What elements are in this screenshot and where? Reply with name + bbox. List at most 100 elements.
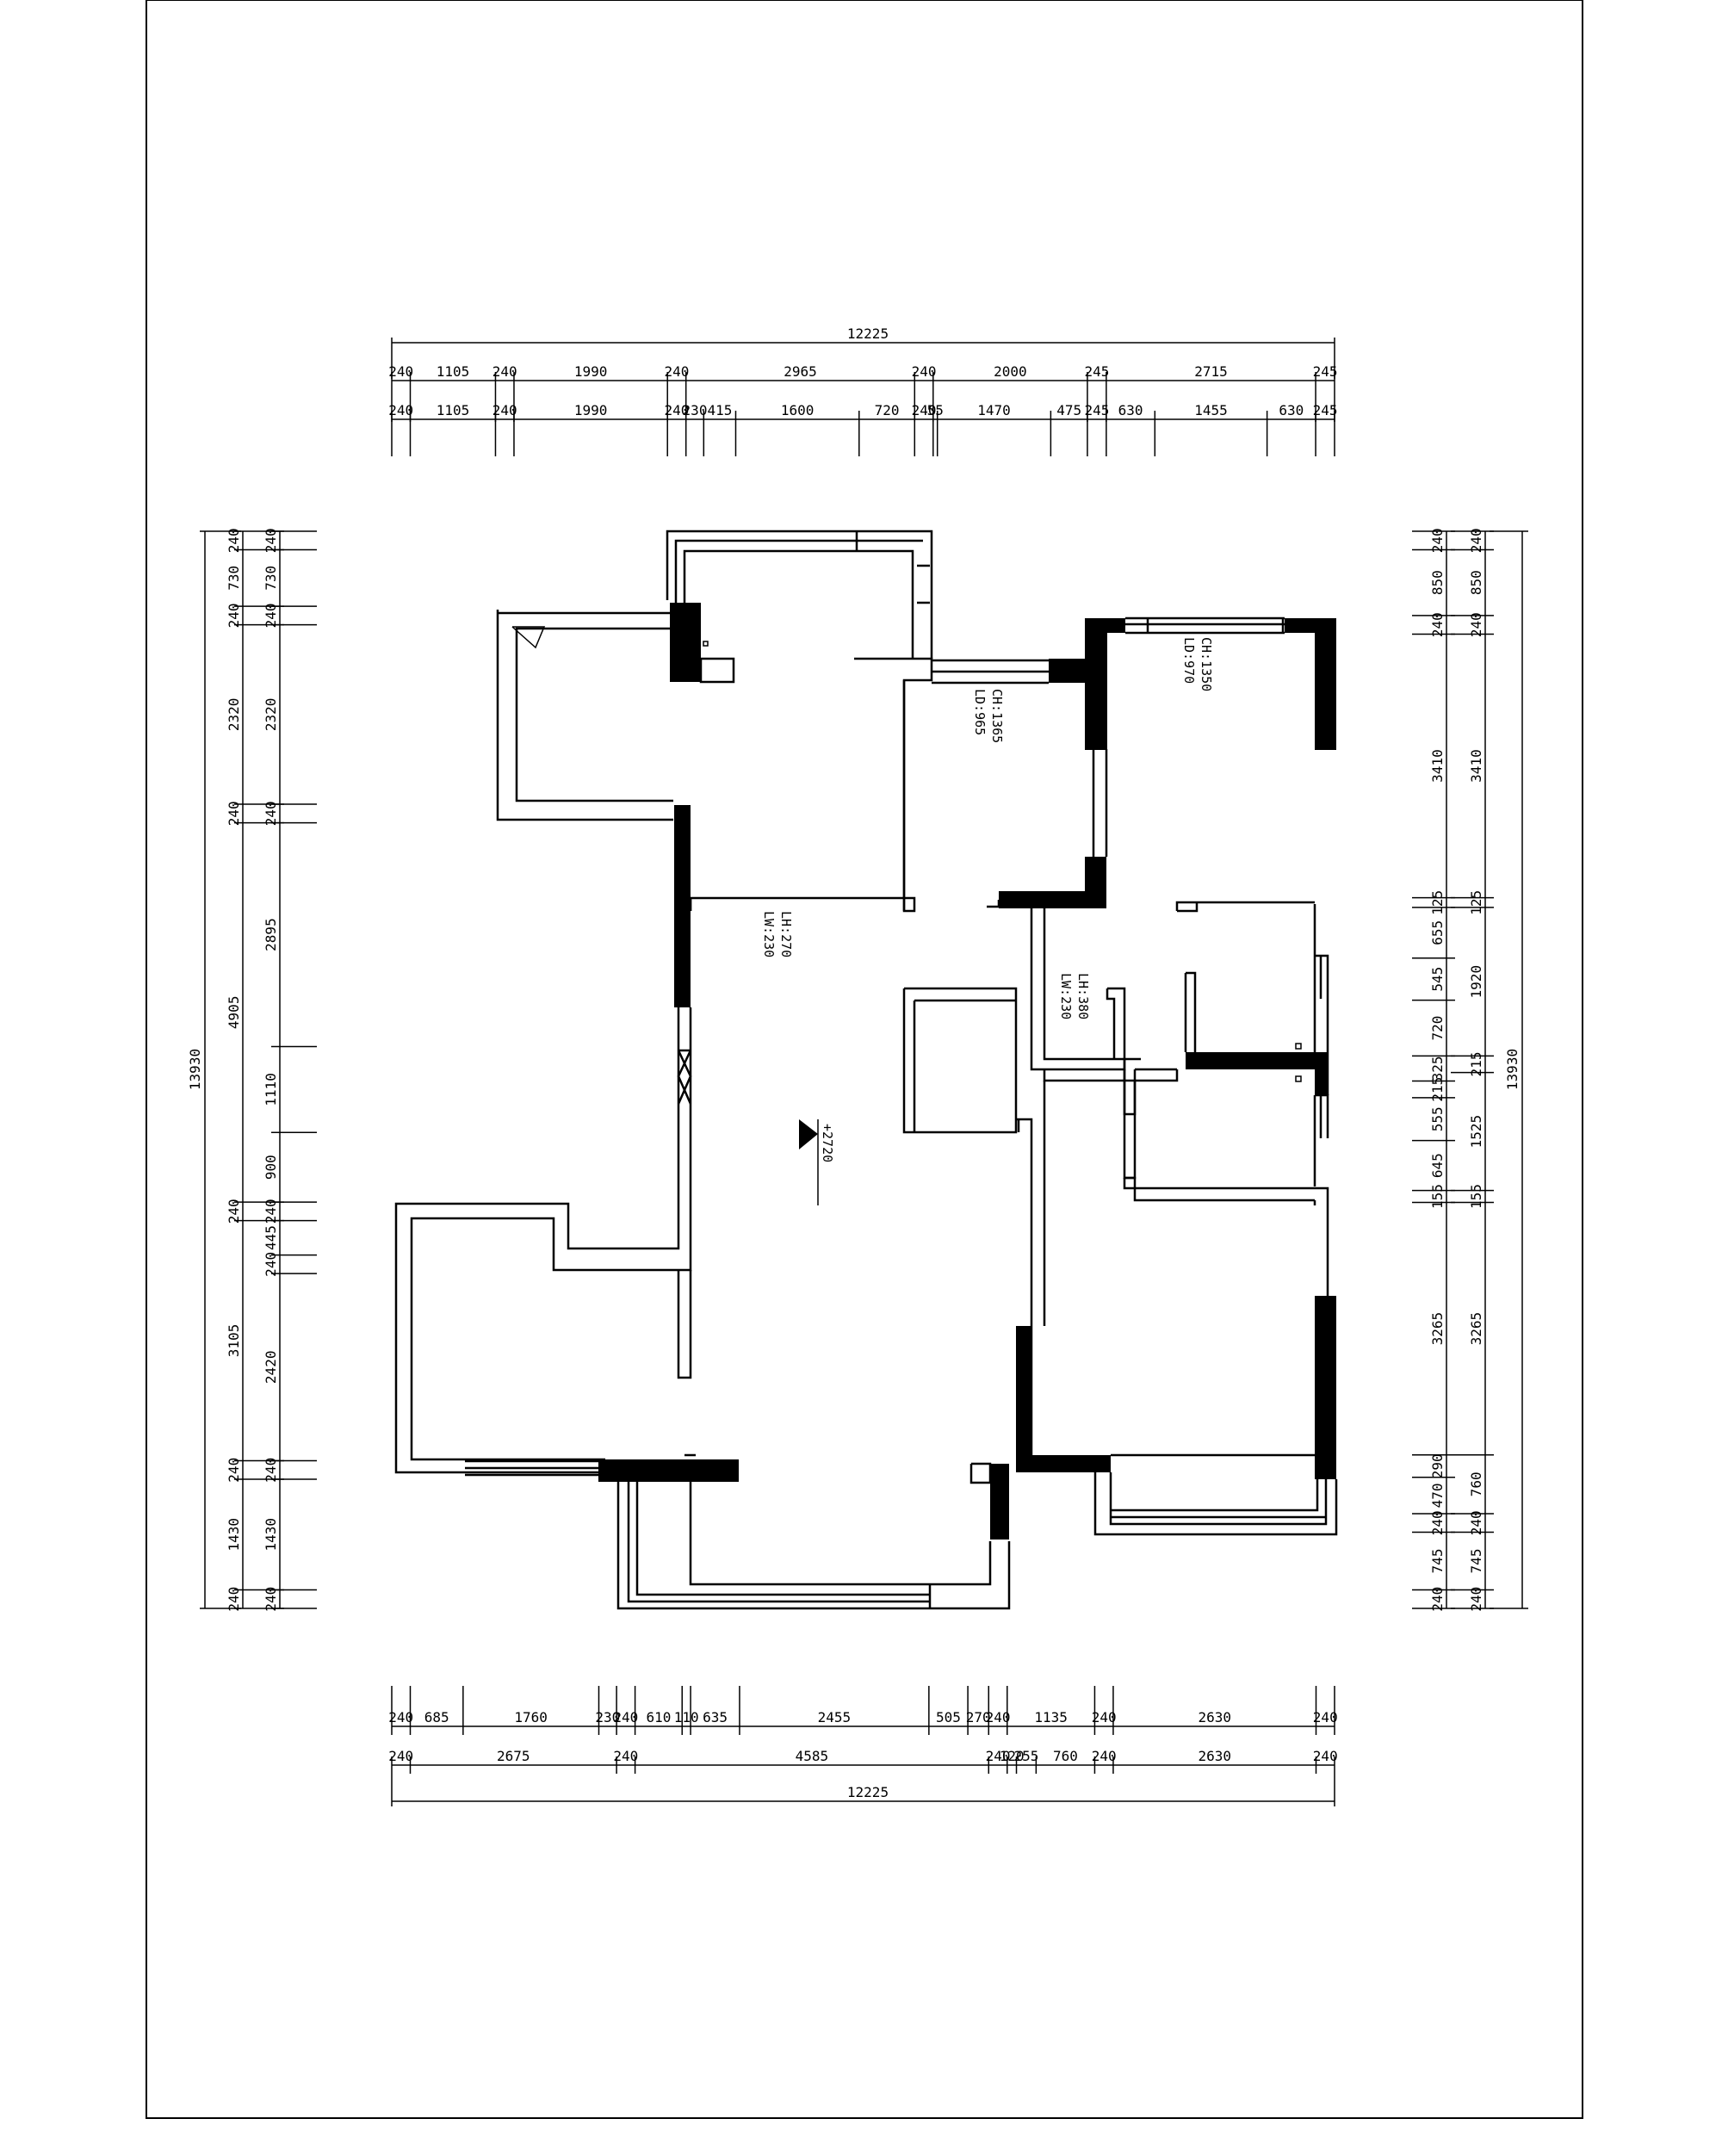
wall-living-left2	[410, 1007, 692, 1461]
bottom-row2-label: 120	[1000, 1748, 1025, 1764]
column-j	[1186, 1052, 1328, 1069]
left-inner-label: 240	[263, 801, 279, 826]
door-leaf-b	[677, 1050, 692, 1105]
right-outer-label: 155	[1468, 1184, 1484, 1209]
floor-elevation: +2720	[820, 1124, 835, 1162]
right-outer-label: 240	[1468, 612, 1484, 637]
top-row2-label: 230	[683, 402, 708, 418]
wall-stub-a	[699, 657, 735, 684]
right-inner-label: 240	[1429, 1587, 1446, 1612]
bottom-row2-label: 760	[1053, 1748, 1078, 1764]
top-row1-label: 2000	[994, 363, 1027, 380]
bottom-row2-label: 240	[388, 1748, 413, 1764]
bottom-row2-label: 240	[1092, 1748, 1117, 1764]
elevation-marker: +2720	[799, 1119, 835, 1205]
top-row2-label: 630	[1118, 402, 1143, 418]
door-leaf-a	[677, 1050, 692, 1105]
wall-bedroom-floor	[689, 896, 904, 911]
top-row1-label: 240	[388, 363, 413, 380]
bottom-row1-label: 1135	[1034, 1709, 1068, 1725]
bottom-row2-label: 4585	[796, 1748, 829, 1764]
left-inner-label: 240	[263, 528, 279, 553]
wall-study-bottom	[987, 900, 1000, 908]
wall-bath-t2	[1106, 988, 1116, 1059]
right-outer-label: 240	[1468, 528, 1484, 553]
left-outer-label: 730	[226, 566, 242, 591]
left-outer-label: 240	[226, 528, 242, 553]
wall-bath-block2	[1043, 904, 1124, 1061]
top-row2-label: 245	[1084, 402, 1109, 418]
wall-bath2	[1123, 1081, 1137, 1180]
top-row2-label: 415	[707, 402, 732, 418]
left-dimension-chain: 1393024073024023202404905240310524014302…	[187, 528, 317, 1612]
wall-living-left	[394, 1007, 680, 1474]
left-inner-label: 1430	[263, 1518, 279, 1552]
bottom-row1-label: 610	[646, 1709, 671, 1725]
top-row2-label: 240	[388, 402, 413, 418]
bottom-row1-label: 505	[936, 1709, 961, 1725]
wall-bath-lower	[1043, 1069, 1179, 1082]
left-outer-label: 4905	[226, 996, 242, 1030]
left-outer-label: 3105	[226, 1324, 242, 1358]
left-inner-label: 240	[263, 1252, 279, 1277]
marker-a	[703, 641, 709, 647]
right-outer-label: 240	[1468, 1587, 1484, 1612]
bottom-row1-label: 230	[595, 1709, 620, 1725]
right-inner-label: 215	[1429, 1077, 1446, 1102]
column-i	[999, 891, 1106, 908]
top-row1-label: 1990	[574, 363, 608, 380]
column-a	[670, 603, 701, 682]
left-inner-label: 2420	[263, 1351, 279, 1385]
column-l	[1315, 1296, 1336, 1479]
right-inner-label: 3410	[1429, 749, 1446, 783]
top-row1-label: 245	[1313, 363, 1338, 380]
right-inner-label: 325	[1429, 1056, 1446, 1081]
wall-top-bedroom-inner	[683, 549, 914, 659]
right-outer-label: 215	[1468, 1052, 1484, 1077]
bottom-row1-label: 1760	[514, 1709, 548, 1725]
right-dimension-chain: 2408502403410125655545720325215555645155…	[1412, 528, 1528, 1612]
wall-bottom-balcony	[616, 1481, 1011, 1610]
left-total-label: 13930	[187, 1049, 203, 1090]
right-outer-label: 745	[1468, 1549, 1484, 1574]
elevation-triangle-icon	[799, 1119, 818, 1149]
wall-bottom-balcony2	[627, 1481, 930, 1603]
window-b-ld: LD:970	[1181, 637, 1197, 684]
window-b-ch: CH:1350	[1199, 637, 1214, 691]
wall-bedroom-partition	[854, 657, 933, 913]
wall-bedroom-closet	[1175, 901, 1315, 911]
column-n	[1016, 1455, 1111, 1472]
beam-b-lw: LW:230	[1058, 973, 1074, 1019]
left-inner-label: 240	[263, 1587, 279, 1612]
top-row2-label: 1990	[574, 402, 608, 418]
small-marks	[511, 626, 1302, 1082]
left-outer-label: 240	[226, 801, 242, 826]
column-b	[674, 805, 691, 1007]
right-inner-label: 745	[1429, 1549, 1446, 1574]
beam-b-lh: LH:380	[1075, 973, 1091, 1019]
right-inner-label: 720	[1429, 1016, 1446, 1041]
wall-top-left-room-inner	[515, 627, 673, 802]
top-row2-label: 1105	[437, 402, 470, 418]
right-inner-label: 645	[1429, 1153, 1446, 1178]
right-outer-label: 125	[1468, 890, 1484, 915]
wall-bedroom3-top2	[1124, 1176, 1315, 1202]
top-row2-label: 55	[927, 402, 944, 418]
marker-b	[1295, 1043, 1302, 1050]
left-inner-label: 445	[263, 1225, 279, 1250]
right-outer-label: 850	[1468, 570, 1484, 595]
top-row2-label: 475	[1056, 402, 1081, 418]
bottom-row1-label: 635	[703, 1709, 728, 1725]
wall-bedroom-closet-b	[1177, 902, 1199, 913]
bottom-row2-label: 255	[1013, 1748, 1038, 1764]
wall-kitchen-stub	[969, 1462, 992, 1484]
right-inner-label: 655	[1429, 920, 1446, 945]
bottom-row1-label: 240	[1313, 1709, 1338, 1725]
column-d	[1085, 618, 1107, 750]
window-a-ch: CH:1365	[989, 689, 1005, 743]
top-row2-label: 240	[665, 402, 690, 418]
wall-right-window	[1315, 954, 1329, 1052]
top-row1-label: 240	[492, 363, 517, 380]
column-g	[1285, 618, 1336, 633]
left-outer-label: 240	[226, 1587, 242, 1612]
